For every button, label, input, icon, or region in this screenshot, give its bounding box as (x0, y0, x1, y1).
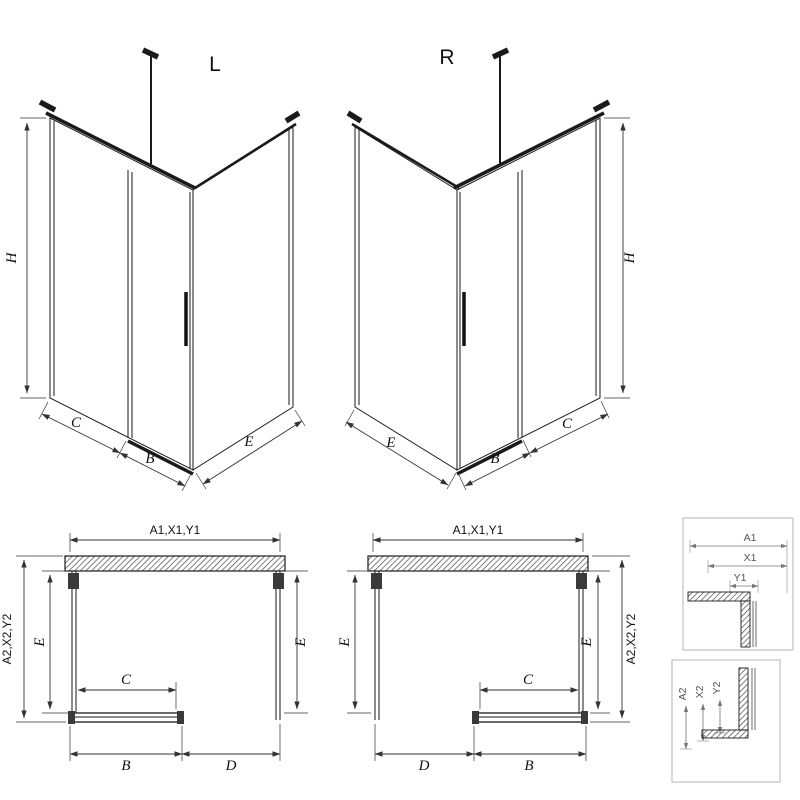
plan-view-right: A1,X1,Y1 E E A2,X2,Y2 C D B (337, 523, 638, 774)
wall-bracket-icon (38, 99, 57, 113)
front-glass-panel (456, 117, 601, 471)
door-end-cap (472, 711, 479, 724)
profile-section-horizontal (687, 591, 751, 602)
iso-view-right: R H E B C (344, 46, 638, 491)
wall-bracket-icon (284, 110, 301, 124)
ceiling-bracket-icon (491, 47, 510, 60)
dim-label-E: E (243, 434, 253, 450)
dim-label-B: B (524, 758, 533, 774)
detail-view-bottom-profile: A2 X2 Y2 (671, 659, 781, 783)
iso-right-dimensions: H E B C (344, 117, 638, 491)
detail-view-top-profile: A1 X1 Y1 (682, 517, 794, 651)
extension-line (294, 409, 306, 427)
dim-label-A1X1Y1: A1,X1,Y1 (453, 523, 504, 537)
wall-bracket-icon (592, 99, 611, 113)
dimension-line-E (345, 421, 449, 486)
dim-label-E: E (579, 637, 595, 647)
view-label-right: R (439, 46, 454, 69)
dim-label-C: C (562, 416, 573, 432)
dim-label-H: H (4, 251, 20, 264)
iso-left-structure (38, 47, 301, 476)
dim-label-Y1: Y1 (734, 572, 747, 584)
wall-section-hatched (64, 555, 286, 572)
extension-line (344, 409, 355, 427)
extension-line (116, 440, 127, 459)
dim-label-A2X2Y2: A2,X2,Y2 (0, 613, 14, 664)
door-end-cap (177, 711, 184, 724)
dimension-line-E (202, 420, 303, 485)
wall-bracket-icon (346, 110, 363, 124)
dim-label-X1: X1 (744, 552, 757, 564)
return-top-rail (194, 122, 297, 190)
dimension-line-B (119, 452, 186, 487)
detail-frame (682, 517, 794, 651)
dimension-line-B (464, 452, 531, 487)
view-label-left: L (209, 53, 221, 76)
dim-label-E: E (32, 637, 48, 647)
extension-line (38, 401, 49, 420)
iso-view-left: L H C B E (4, 47, 306, 492)
dim-label-A1X1Y1: A1,X1,Y1 (150, 523, 201, 537)
wall-profile-bracket (576, 573, 587, 589)
dim-label-A2: A2 (677, 687, 689, 700)
wall-profile-bracket (371, 573, 382, 589)
return-top-rail (351, 122, 460, 190)
dim-label-E: E (385, 435, 395, 451)
dim-label-B: B (121, 758, 130, 774)
profile-section-horizontal (701, 729, 749, 739)
dim-label-E: E (293, 637, 309, 647)
dim-label-D: D (418, 758, 430, 774)
top-rail (45, 111, 196, 190)
iso-right-structure (346, 47, 611, 476)
door-end-cap (581, 711, 588, 724)
profile-section-vertical (740, 600, 751, 648)
dim-label-A1: A1 (744, 532, 757, 544)
dim-label-H: H (622, 251, 638, 264)
ceiling-bracket-icon (141, 47, 160, 60)
dim-label-Y2: Y2 (711, 681, 723, 694)
dim-label-A2X2Y2: A2,X2,Y2 (624, 613, 638, 664)
extension-line (457, 472, 467, 491)
iso-left-dimensions: H C B E (4, 117, 306, 492)
dim-label-D: D (225, 758, 237, 774)
dimension-line-C (41, 413, 121, 454)
detail-frame (671, 659, 781, 783)
dim-label-C: C (121, 672, 132, 688)
wall-profile-bracket (68, 573, 79, 589)
extension-line (181, 473, 192, 492)
dim-label-E: E (337, 637, 353, 647)
dim-label-C: C (71, 415, 82, 431)
dim-label-X2: X2 (694, 685, 706, 698)
profile-section-vertical (738, 667, 749, 731)
plan-view-left: A1,X1,Y1 E A2,X2,Y2 E C B D (0, 523, 309, 774)
door-end-cap (68, 711, 75, 724)
extension-line (195, 472, 207, 490)
wall-profile-bracket (273, 573, 284, 589)
dim-label-B: B (145, 451, 154, 467)
extension-line (446, 472, 457, 490)
dim-label-B: B (490, 451, 499, 467)
dimension-line-C (529, 413, 609, 454)
wall-section-hatched (367, 555, 589, 572)
top-rail (453, 111, 605, 190)
dim-label-C: C (523, 672, 534, 688)
